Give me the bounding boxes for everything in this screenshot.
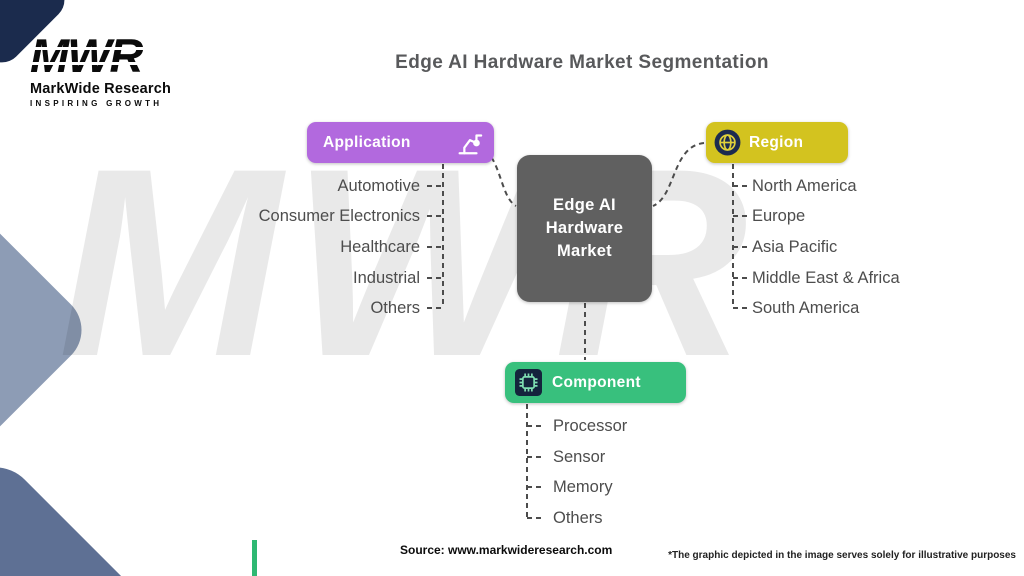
page-title: Edge AI Hardware Market Segmentation bbox=[395, 52, 769, 73]
region-item: Asia Pacific bbox=[752, 238, 838, 256]
brand-tagline: INSPIRING GROWTH bbox=[30, 98, 163, 108]
region-item: Middle East & Africa bbox=[752, 269, 900, 287]
logo-monogram-text: MWR bbox=[30, 29, 143, 82]
node-component: Component bbox=[505, 362, 686, 403]
component-item: Processor bbox=[553, 417, 628, 435]
node-application: Application bbox=[307, 122, 494, 163]
component-item: Memory bbox=[553, 478, 613, 496]
component-label: Component bbox=[552, 373, 641, 391]
logo-cut-line bbox=[32, 62, 182, 65]
application-item: Healthcare bbox=[340, 238, 420, 256]
application-item: Consumer Electronics bbox=[258, 207, 420, 225]
component-item: Sensor bbox=[553, 448, 606, 466]
region-item: Europe bbox=[752, 207, 806, 225]
application-item: Automotive bbox=[337, 177, 420, 195]
brand-name: MarkWide Research bbox=[30, 80, 172, 97]
region-item: South America bbox=[752, 299, 860, 317]
logo-monogram: MWR bbox=[30, 32, 200, 79]
application-item: Industrial bbox=[353, 269, 420, 287]
logo-cut-line bbox=[32, 47, 182, 50]
green-strip-decoration bbox=[252, 540, 257, 576]
component-item: Others bbox=[553, 509, 603, 527]
region-label: Region bbox=[749, 133, 804, 151]
application-label: Application bbox=[323, 133, 411, 151]
disclaimer-text: *The graphic depicted in the image serve… bbox=[668, 550, 1016, 561]
source-text: Source: www.markwideresearch.com bbox=[400, 543, 613, 557]
region-item: North America bbox=[752, 177, 857, 195]
chip-icon bbox=[515, 369, 542, 396]
application-item: Others bbox=[370, 299, 420, 317]
node-region: Region bbox=[706, 122, 848, 163]
globe-icon bbox=[714, 129, 741, 156]
markwide-logo: MWR MarkWide Research INSPIRING GROWTH bbox=[30, 32, 200, 108]
robot-arm-icon bbox=[458, 133, 483, 154]
center-label: Edge AI Hardware Market bbox=[545, 195, 624, 261]
node-center-market: Edge AI Hardware Market bbox=[517, 155, 652, 302]
